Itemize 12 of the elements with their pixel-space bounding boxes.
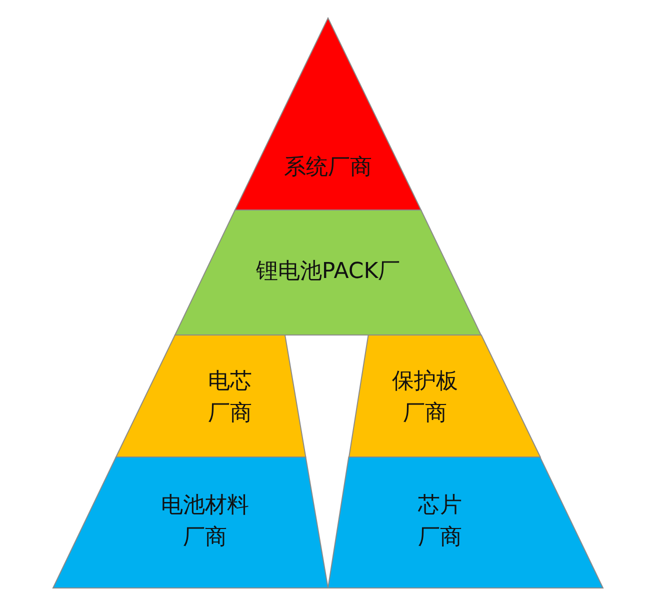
- tier-label: 芯片厂商: [417, 492, 463, 552]
- pyramid-tier: [116, 335, 306, 457]
- tier-label: 电池材料厂商: [160, 492, 250, 552]
- pyramid-tier: [175, 210, 481, 335]
- tier-label: 系统厂商: [283, 154, 373, 182]
- pyramid-tier: [348, 335, 540, 457]
- tier-label: 电芯厂商: [207, 368, 253, 428]
- pyramid-tier: [53, 457, 328, 588]
- pyramid-tier: [235, 18, 421, 210]
- pyramid-tier: [328, 457, 603, 588]
- tier-label: 保护板厂商: [390, 368, 459, 428]
- tier-label: 锂电池PACK厂: [254, 258, 402, 286]
